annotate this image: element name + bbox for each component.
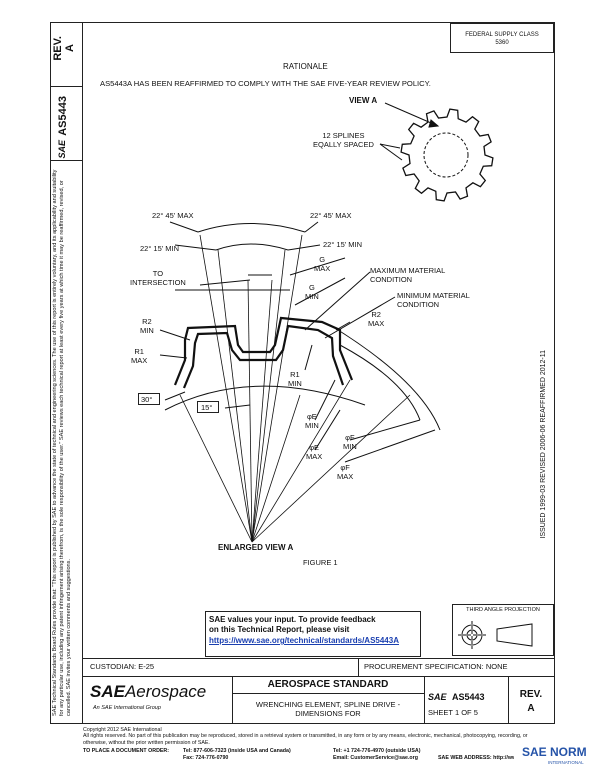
footer-divider (83, 658, 555, 659)
sidebar-doc-number: AS5443 (57, 96, 69, 136)
order-info: TO PLACE A DOCUMENT ORDER: Tel: 877-606-… (83, 748, 553, 762)
doc-title-line-2: DIMENSIONS FOR (295, 709, 361, 718)
feedback-box (205, 611, 421, 657)
footer-rev-label: REV. (519, 689, 543, 700)
footer-divider (358, 658, 359, 676)
sidebar-legal-text: SAE Technical Standards Board Rules prov… (52, 168, 74, 716)
r1-min-label: R1 MIN (288, 370, 302, 388)
f-max-label: φF MAX (337, 463, 354, 481)
angle-30-box (138, 393, 160, 405)
footer-sheet: SHEET 1 OF 5 (428, 708, 478, 717)
to-intersection-label: TO INTERSECTION (130, 269, 186, 287)
enlarged-view-label: ENLARGED VIEW A (218, 543, 294, 552)
feedback-line-1: SAE values your input. To provide feedba… (209, 615, 376, 624)
technical-drawing (159, 102, 469, 543)
min-material-label: MINIMUM MATERIAL CONDITION (397, 291, 470, 309)
projection-symbol (458, 621, 533, 649)
standard-title: AEROSPACE STANDARD (267, 679, 389, 690)
sidebar-divider (50, 86, 83, 87)
r2-min-label: R2 MIN (140, 317, 154, 335)
angle-45-max-right: 22° 45' MAX (310, 211, 352, 220)
r1-max-label: R1 MAX (131, 347, 148, 365)
sidebar-sae-logo: SAE (57, 140, 67, 159)
sidebar-divider (50, 160, 83, 161)
legal-footer: Copyright 2012 SAE International All rig… (83, 727, 553, 762)
view-a-label: VIEW A (349, 96, 378, 105)
tel-2: Tel: +1 724-776-4970 (outside USA) (333, 747, 421, 754)
view-a-circle (423, 132, 469, 178)
footer-divider (83, 676, 555, 677)
fed-class-box (450, 23, 554, 53)
splines-label: 12 SPLINES EQALLY SPACED (313, 131, 374, 149)
e-max-label: φE MAX (306, 443, 323, 461)
logo-sae: SAE (90, 682, 125, 701)
angle-15-min-left: 22° 15' MIN (140, 244, 180, 253)
sae-aerospace-logo: SAEAerospace (90, 682, 206, 702)
logo-subtitle: An SAE International Group (93, 705, 161, 711)
max-material-label: MAXIMUM MATERIAL CONDITION (370, 266, 446, 284)
f-min-label: φF MIN (343, 433, 357, 451)
feedback-link[interactable]: https://www.sae.org/technical/standards/… (209, 636, 399, 645)
sidebar-rev-label: REV. (52, 36, 64, 61)
doc-title-line-1: WRENCHING ELEMENT, SPLINE DRIVE - (255, 700, 401, 709)
fed-class-label: FEDERAL SUPPLY CLASS (465, 32, 539, 38)
g-max-label: G MAX (314, 255, 331, 273)
fax: Fax: 724-776-0790 (183, 754, 229, 761)
angle-15-min-right: 22° 15' MIN (323, 240, 363, 249)
angle-30-label: 30° (141, 395, 153, 404)
rationale-text: AS5443A HAS BEEN REAFFIRMED TO COMPLY WI… (100, 79, 431, 88)
view-a-spline-gear (400, 108, 494, 202)
e-min-label: φE MIN (305, 412, 319, 430)
r2-max-label: R2 MAX (368, 310, 385, 328)
tel-1: Tel: 877-606-7323 (inside USA and Canada… (183, 747, 291, 754)
projection-box (452, 604, 554, 656)
gear-spline-outline (400, 108, 494, 202)
footer-doc-number: AS5443 (452, 692, 485, 702)
footer-sae-small: SAE (428, 692, 447, 702)
feedback-line-2: on this Technical Report, please visit (209, 625, 350, 634)
watermark-brand: SAE NORM (522, 745, 587, 759)
sidebar-rev-value: A (64, 44, 76, 52)
fed-class-code: 5360 (495, 40, 509, 46)
web-address: SAE WEB ADDRESS: http://www.sae.org (438, 754, 541, 761)
watermark-sub: INTERNATIONAL (548, 760, 584, 765)
custodian-label: CUSTODIAN: E-25 (90, 662, 155, 671)
angle-15-box (197, 401, 219, 413)
angle-45-max-left: 22° 45' MAX (152, 211, 194, 220)
watermark: SAE NORM INTERNATIONAL (514, 743, 598, 771)
footer-rev-value: A (527, 703, 535, 714)
email: Email: CustomerService@sae.org (333, 754, 418, 761)
footer-divider (424, 676, 425, 724)
footer-divider (232, 676, 233, 724)
rationale-title: RATIONALE (283, 62, 328, 71)
projection-label: THIRD ANGLE PROJECTION (466, 607, 540, 613)
page-frame (50, 22, 555, 724)
order-label: TO PLACE A DOCUMENT ORDER: (83, 747, 170, 754)
copyright: Copyright 2012 SAE International (83, 727, 162, 733)
left-sidebar (50, 22, 83, 724)
logo-aerospace: Aerospace (124, 682, 207, 701)
revision-history: ISSUED 1999-03 REVISED 2006-06 REAFFIRME… (540, 350, 547, 539)
angle-15-label: 15° (201, 403, 213, 412)
procurement-label: PROCUREMENT SPECIFICATION: NONE (364, 662, 508, 671)
footer-divider (232, 693, 424, 694)
g-min-label: G MIN (305, 283, 319, 301)
rights: All rights reserved. No part of this pub… (83, 733, 528, 746)
figure-label: FIGURE 1 (303, 558, 338, 567)
footer-divider (508, 676, 509, 724)
